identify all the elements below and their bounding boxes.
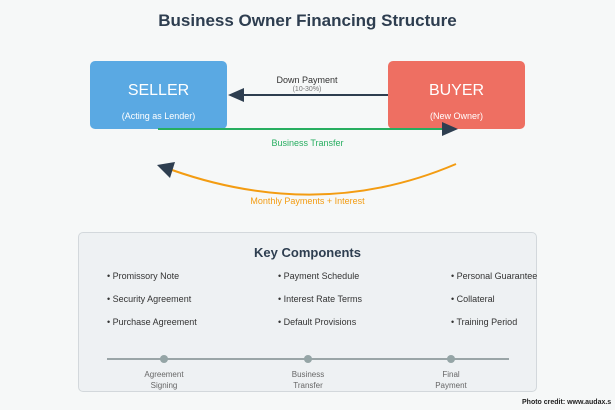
component-item: • Default Provisions [278,317,357,327]
component-item: • Security Agreement [107,294,192,304]
component-item: • Personal Guarantee [451,271,538,281]
seller-label: SELLER [127,82,190,99]
business-transfer-arrow-head [442,122,458,136]
down-payment-arrow-head [228,88,244,102]
business-transfer-label: Business Transfer [271,138,344,148]
timeline [107,355,509,363]
timeline-point [304,355,312,363]
component-item: • Promissory Note [107,271,180,281]
buyer-label: BUYER [428,82,485,99]
monthly-payments-label: Monthly Payments + Interest [250,196,365,206]
monthly-payments-curve [171,163,457,196]
timeline-point [160,355,168,363]
component-item: • Interest Rate Terms [278,294,363,304]
monthly-payments-arrow-head [157,162,175,178]
component-item: • Collateral [451,294,495,304]
seller-box: SELLER (Acting as Lender) [90,61,227,129]
component-item: • Payment Schedule [278,271,360,281]
buyer-box: BUYER (New Owner) [388,61,525,129]
down-payment-sublabel: (10-30%) [292,86,322,93]
component-item: • Purchase Agreement [107,317,197,327]
component-item: • Training Period [451,317,518,327]
timeline-point [447,355,455,363]
key-components-title: Key Components [254,245,361,260]
diagram-title: Business Owner Financing Structure [158,11,457,30]
down-payment-label: Down Payment [276,75,338,85]
seller-sublabel: (Acting as Lender) [121,111,196,121]
buyer-sublabel: (New Owner) [429,111,483,121]
key-components-panel: Key Components • Promissory Note • Secur… [78,232,537,392]
photo-credit: Photo credit: www.audax.s [522,399,612,406]
